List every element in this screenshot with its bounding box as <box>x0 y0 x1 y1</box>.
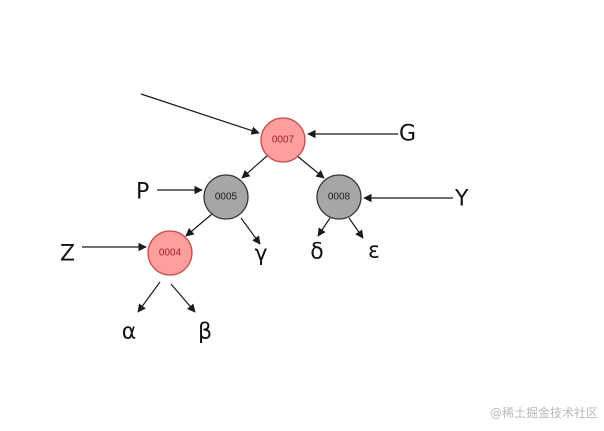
incoming-pointer-arrow <box>140 93 260 135</box>
label-p: P <box>136 180 149 205</box>
label-z: Z <box>60 242 75 267</box>
label-y: Y <box>454 187 469 212</box>
edge-leftleft-alpha <box>137 281 161 313</box>
edge-root-left <box>241 154 269 179</box>
edge-right-epsilon <box>348 217 364 239</box>
edge-left-gamma <box>240 217 261 245</box>
node-root: 0007 <box>260 117 306 163</box>
edge-root-right <box>295 154 325 179</box>
edge-right-delta <box>317 217 331 237</box>
subtree-alpha: α <box>122 320 137 345</box>
subtree-delta: δ <box>310 240 323 265</box>
edge-left-leftleft <box>185 213 213 237</box>
node-right: 0008 <box>316 174 362 220</box>
subtree-epsilon: ε <box>368 239 380 264</box>
edge-leftleft-beta <box>170 283 196 313</box>
node-left-left-value: 0004 <box>159 248 182 259</box>
node-left-value: 0005 <box>215 192 238 203</box>
label-g: G <box>399 122 416 147</box>
node-root-value: 0007 <box>272 135 295 146</box>
subtree-gamma: γ <box>254 242 267 267</box>
watermark-text: @稀土掘金技术社区 <box>489 406 598 420</box>
subtree-beta: β <box>198 320 212 345</box>
node-left-left: 0004 <box>147 230 193 276</box>
node-right-value: 0008 <box>328 192 351 203</box>
node-left: 0005 <box>203 174 249 220</box>
